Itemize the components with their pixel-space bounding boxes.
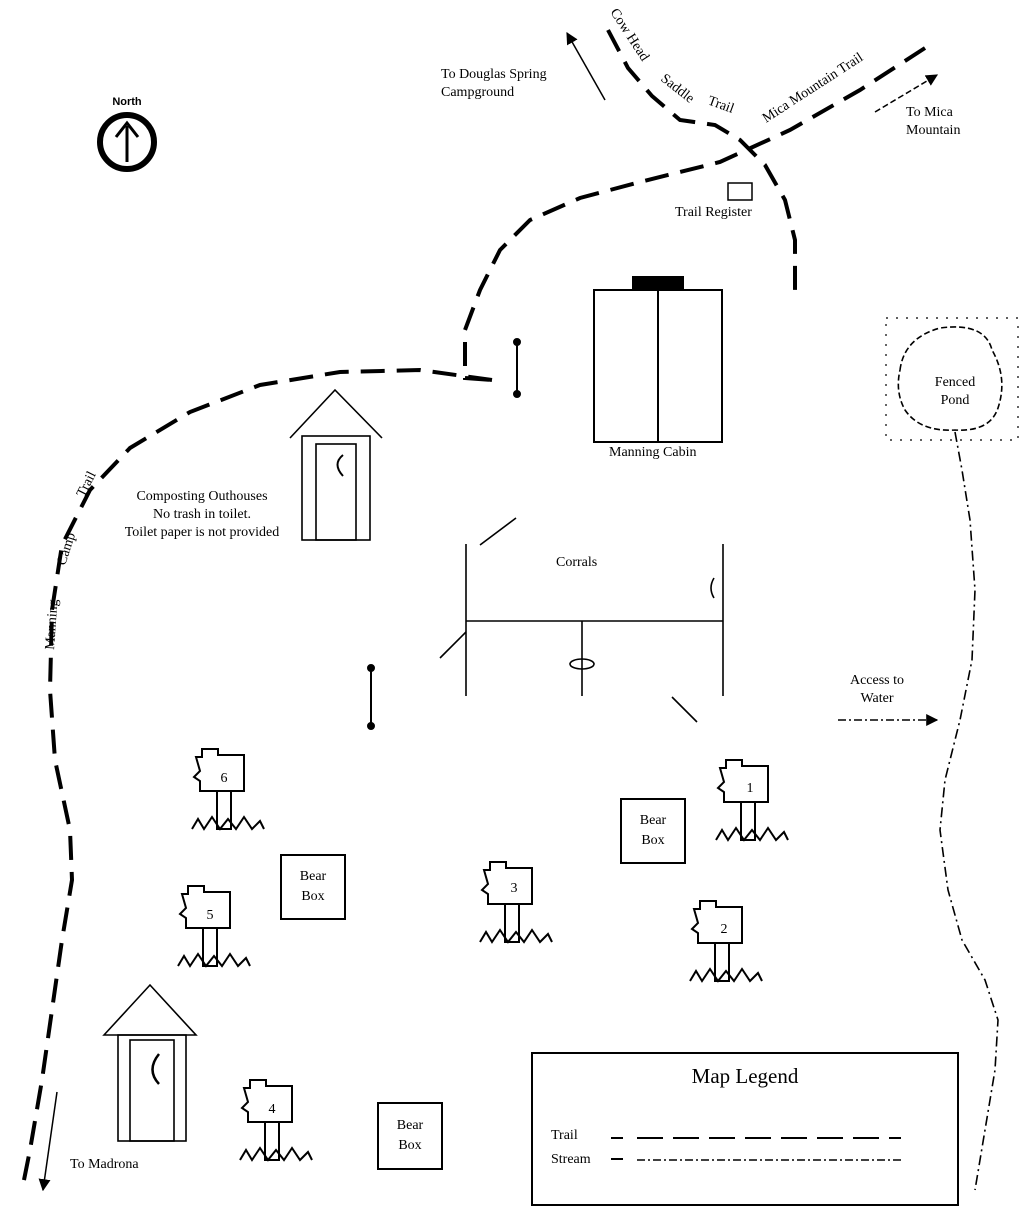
outhouse-lower [102,983,198,1142]
gate-markers [367,338,521,730]
campsite-number-1: 1 [747,781,754,796]
legend-title: Map Legend [691,1064,799,1088]
fenced-pond [885,317,1019,441]
to-madrona-label: To Madrona [70,1157,139,1172]
cow-head-saddle-trail [606,29,797,290]
campsite-number-2: 2 [721,922,728,937]
campsite-6 [191,748,265,831]
campsite-number-5: 5 [207,908,214,923]
stream [939,431,999,1191]
trail-network [20,29,927,1191]
corrals-label: Corrals [556,555,598,570]
trail-word-label: Trail [706,94,736,117]
campsite-number-4: 4 [269,1102,276,1117]
camp-word: Camp [55,531,80,567]
camp-trail-word: Trail [74,469,100,500]
manning-cabin [593,276,723,443]
map-legend: Map Legend Trail Stream [531,1052,959,1206]
arrow-madrona [38,1091,58,1192]
manning-cabin-label: Manning Cabin [609,445,697,460]
north-arrow-icon: North [97,96,157,172]
campsite-2 [689,900,763,983]
campsite-5 [177,885,251,968]
campsite-1 [715,759,789,842]
legend-trail-label: Trail [551,1128,578,1143]
arrow-douglas [566,31,606,101]
trail-register-box [727,182,753,201]
mica-mountain-trail [463,46,927,382]
campsite-number-6: 6 [221,771,228,786]
saddle-label: Saddle [658,71,697,106]
legend-stream-label: Stream [551,1152,591,1167]
corrals [439,517,724,723]
north-label: North [112,96,142,108]
arrow-mica [874,74,939,113]
campsite-4 [239,1079,313,1162]
outhouse-upper [289,388,383,541]
manning-word: Manning [43,599,61,650]
legend-symbols [611,1137,901,1161]
cow-head-label: Cow Head [607,6,652,64]
campsite-number-3: 3 [511,881,518,896]
manning-camp-trail [20,367,493,1191]
campsite-3 [479,861,553,944]
trail-register-label: Trail Register [675,205,752,220]
